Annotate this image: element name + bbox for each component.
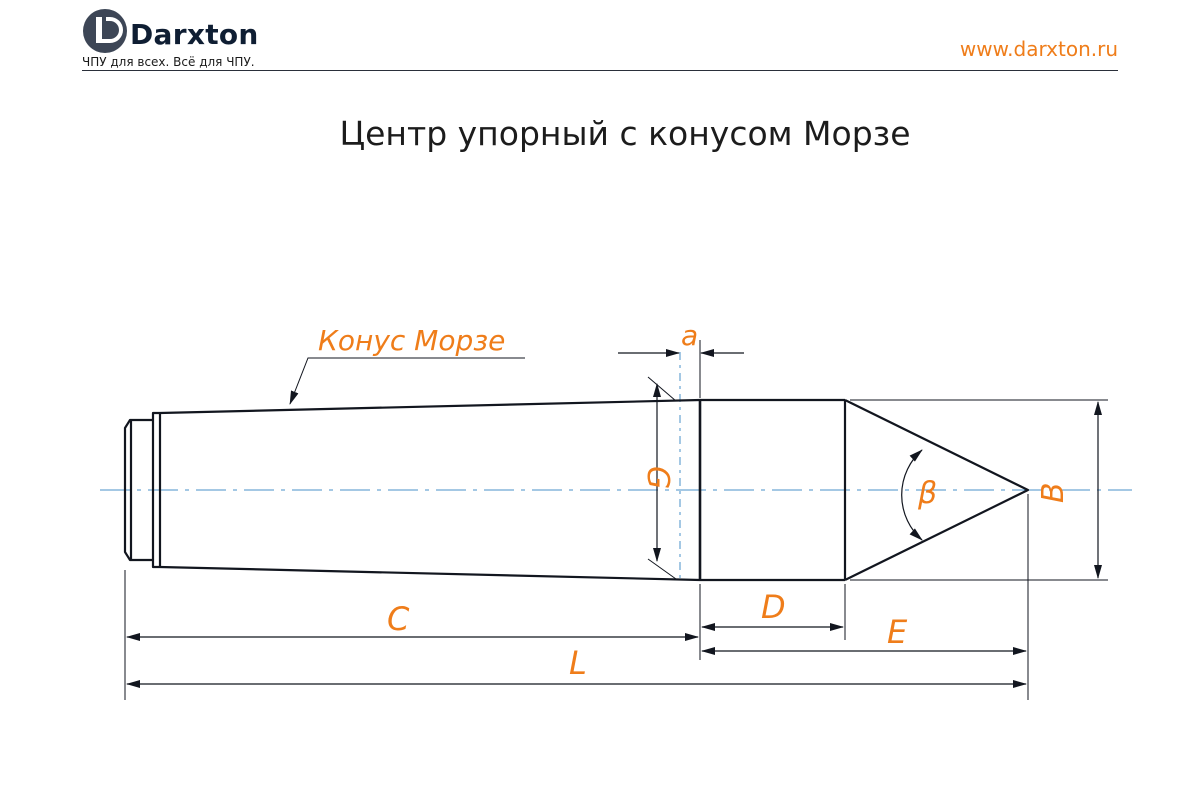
- dimension-label-B: B: [1036, 482, 1071, 503]
- dimension-label-E: E: [887, 613, 908, 651]
- darxton-logo-icon: [83, 9, 127, 53]
- morse-taper-label: Конус Морзе: [318, 324, 505, 357]
- dimension-label-beta: β: [917, 476, 937, 511]
- dimension-label-G: G: [640, 466, 675, 489]
- page-title: Центр упорный с конусом Морзе: [339, 114, 911, 153]
- dimension-label-C: C: [387, 600, 410, 638]
- website-link[interactable]: www.darxton.ru: [959, 37, 1118, 61]
- dimension-label-D: D: [761, 588, 786, 626]
- logo[interactable]: Darxton ЧПУ для всех. Всё для ЧПУ.: [82, 6, 282, 70]
- header-divider: [82, 70, 1118, 71]
- dimension-label-L: L: [569, 644, 587, 682]
- logo-name: Darxton: [130, 18, 259, 51]
- extension-lines: [124, 340, 1108, 700]
- dimension-label-a: a: [681, 319, 698, 352]
- center-outline: [123, 398, 1030, 582]
- dimension-lines: [126, 349, 1102, 688]
- logo-tagline: ЧПУ для всех. Всё для ЧПУ.: [82, 55, 255, 69]
